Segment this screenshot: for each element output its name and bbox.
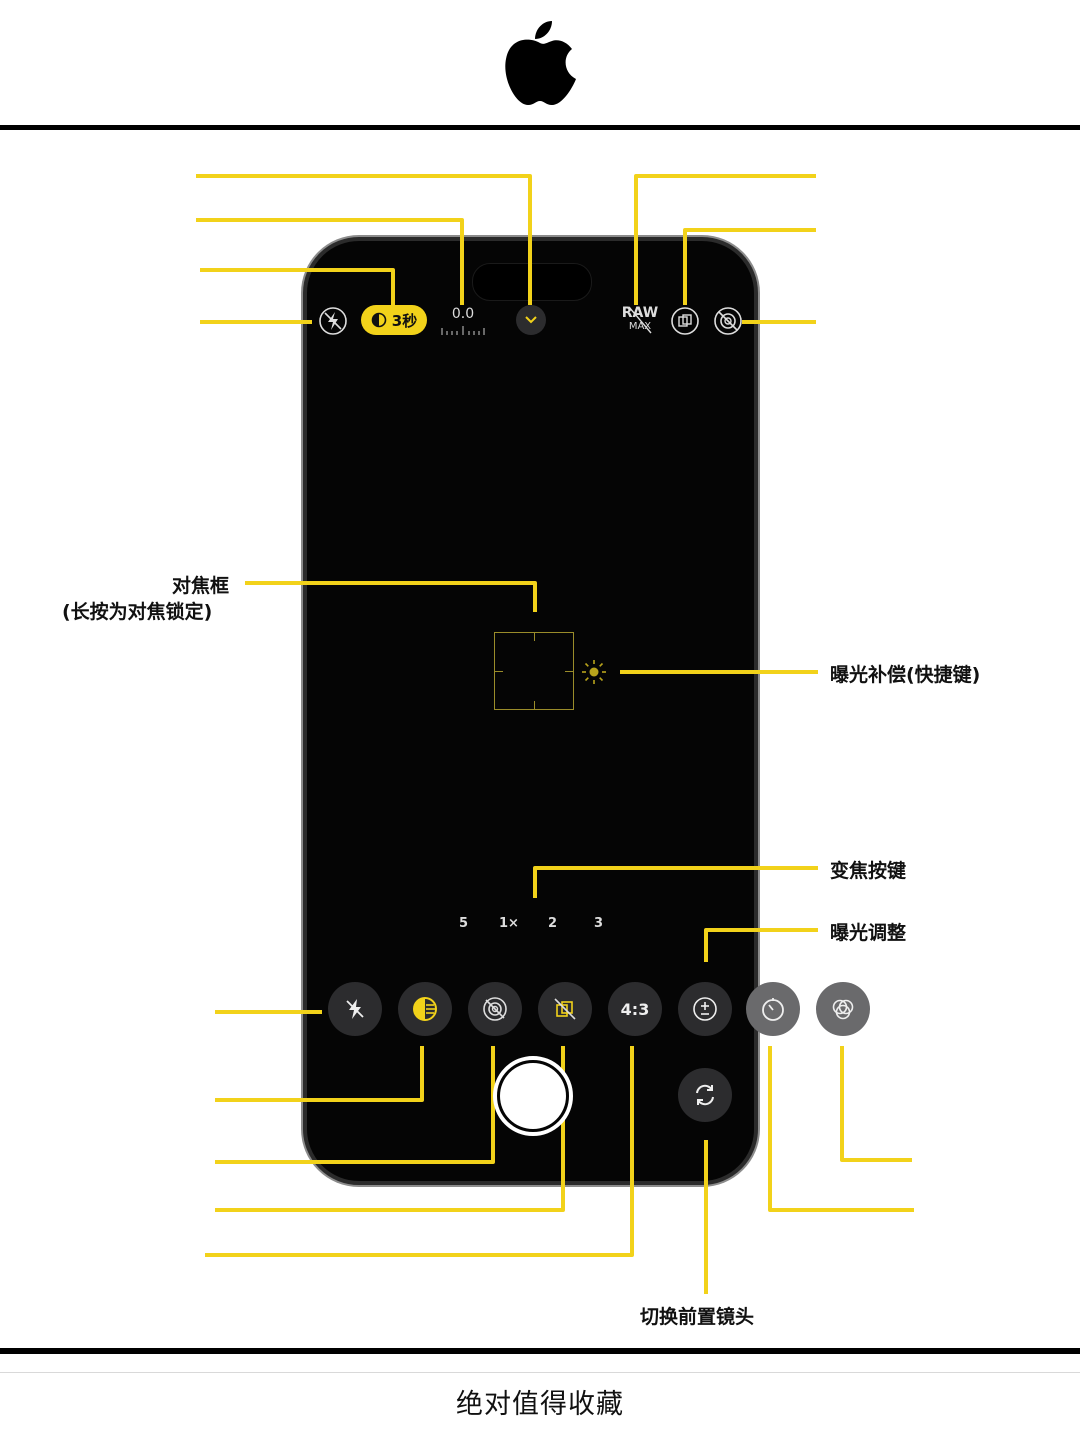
camera-switch-icon [696,1084,714,1106]
top-rule [0,125,1080,130]
label-exposure-comp: 曝光补偿(快捷键) [830,664,981,686]
callout-line-night [215,1046,424,1102]
raw-sub-label: MAX [628,321,652,332]
label-zoom-keys: 变焦按键 [830,860,907,882]
timer-icon [762,998,784,1021]
night-mode-icon [371,312,387,328]
apple-logo-icon [505,21,576,105]
focus-tick-top [534,633,535,641]
phone-screen [303,237,758,1185]
label-focus-box: 对焦框 [172,575,230,597]
bottom-thin-rule [0,1372,1080,1373]
live-photo-top-button[interactable] [670,306,700,336]
filters-icon [832,999,854,1020]
callout-line-aspect [205,1046,634,1257]
controls-expand-button[interactable] [516,305,546,335]
label-exposure-adjust: 曝光调整 [830,922,907,944]
exposure-adjust-button[interactable] [678,982,732,1036]
flash-off-top-button[interactable] [318,306,348,336]
live-photo-icon [671,307,699,335]
chevron-down-icon [525,316,537,324]
label-focus-box-note: (长按为对焦锁定) [62,601,213,623]
callout-line-exposure-adjust [704,928,818,962]
shutter-inner [500,1063,566,1129]
plus-minus-icon [693,997,717,1021]
photo-styles-off-icon [714,307,742,335]
night-mode-icon [413,997,437,1021]
exposure-value: 0.0 [451,306,475,322]
header [0,0,1080,126]
callout-line-timer-pill [200,268,395,305]
flash-button[interactable] [328,982,382,1036]
photo-styles-button[interactable] [468,982,522,1036]
footer-title: 绝对值得收藏 [456,1389,624,1420]
focus-tick-bottom [534,701,535,709]
night-timer-value: 3秒 [391,311,418,330]
zoom-option-2[interactable]: 2 [548,916,558,931]
aspect-ratio-button[interactable]: 4:3 [608,982,662,1036]
exposure-scale-icon [441,326,485,335]
bottom-rule [0,1348,1080,1354]
zoom-option-5[interactable]: 5 [459,916,469,931]
filters-button[interactable] [816,982,870,1036]
zoom-option-3[interactable]: 3 [594,916,604,931]
focus-box[interactable] [494,632,574,710]
photo-styles-top-button[interactable] [713,306,743,336]
callout-line-zoom [533,866,818,898]
callout-line-filters [840,1046,912,1162]
focus-tick-right [565,671,573,672]
aspect-ratio-label: 4:3 [620,999,650,1019]
label-switch-front: 切换前置镜头 [640,1306,755,1328]
callout-line-focus [245,581,537,612]
callout-line-chevron [196,174,532,305]
zoom-option-1x[interactable]: 1× [499,916,519,931]
switch-camera-button[interactable] [678,1068,732,1122]
flash-off-icon [319,307,347,335]
callout-line-styles [215,1046,495,1164]
shutter-button[interactable] [493,1056,573,1136]
focus-tick-left [495,671,503,672]
flash-off-icon [346,999,364,1019]
live-photo-icon [554,998,576,1020]
exposure-sun-icon[interactable] [581,659,607,685]
night-mode-button[interactable] [398,982,452,1036]
live-photo-button[interactable] [538,982,592,1036]
photo-styles-off-icon [483,997,507,1021]
raw-off-slash-icon [628,306,652,334]
callout-line-live-top [683,228,816,305]
raw-max-toggle[interactable]: RAW MAX [620,305,660,335]
timer-button[interactable] [746,982,800,1036]
callout-line-raw [634,174,816,305]
night-timer-pill[interactable]: 3秒 [361,305,427,335]
callout-line-timer [768,1046,914,1212]
callout-line-exposure-dial [196,218,464,305]
exposure-dial[interactable]: 0.0 [440,306,486,336]
